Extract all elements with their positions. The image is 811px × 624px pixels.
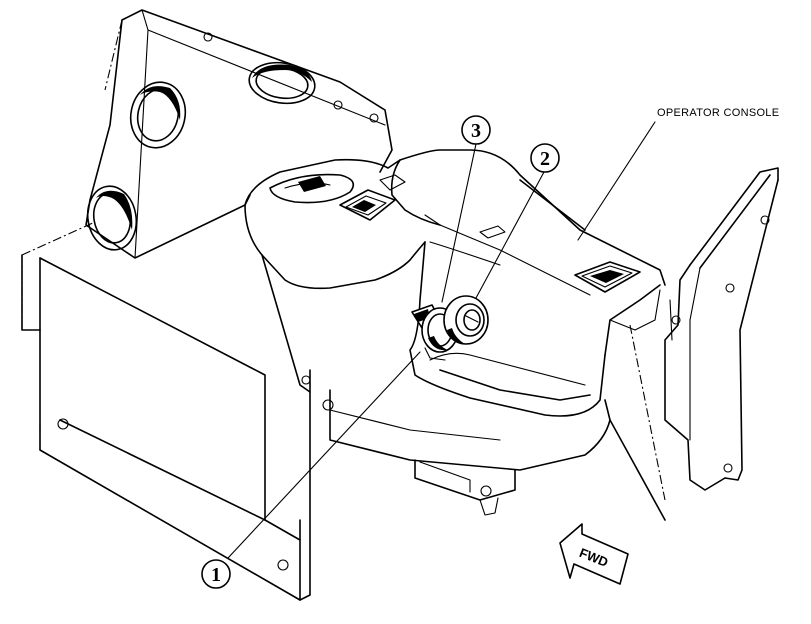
right-side-panel [609,167,779,521]
console-body [244,149,666,516]
callout-2: 2 [530,143,560,173]
callout-2-label: 2 [540,148,550,170]
callout-3-label: 3 [471,120,481,142]
callout-1-label: 1 [211,564,221,586]
operator-console-label: OPERATOR CONSOLE [657,107,779,119]
vent-middle [129,81,187,149]
leader-2 [475,171,545,299]
key-switch-assembly [411,295,489,361]
callout-3: 3 [461,115,491,145]
vent-lower [86,185,138,251]
vent-top [248,61,316,105]
left-body-structure [21,9,393,601]
leader-lines [227,121,656,559]
callout-1: 1 [201,559,231,589]
fwd-arrow: FWD [559,523,629,585]
leader-3 [441,143,477,303]
leader-1 [227,351,421,559]
leader-operator-console [577,121,656,241]
